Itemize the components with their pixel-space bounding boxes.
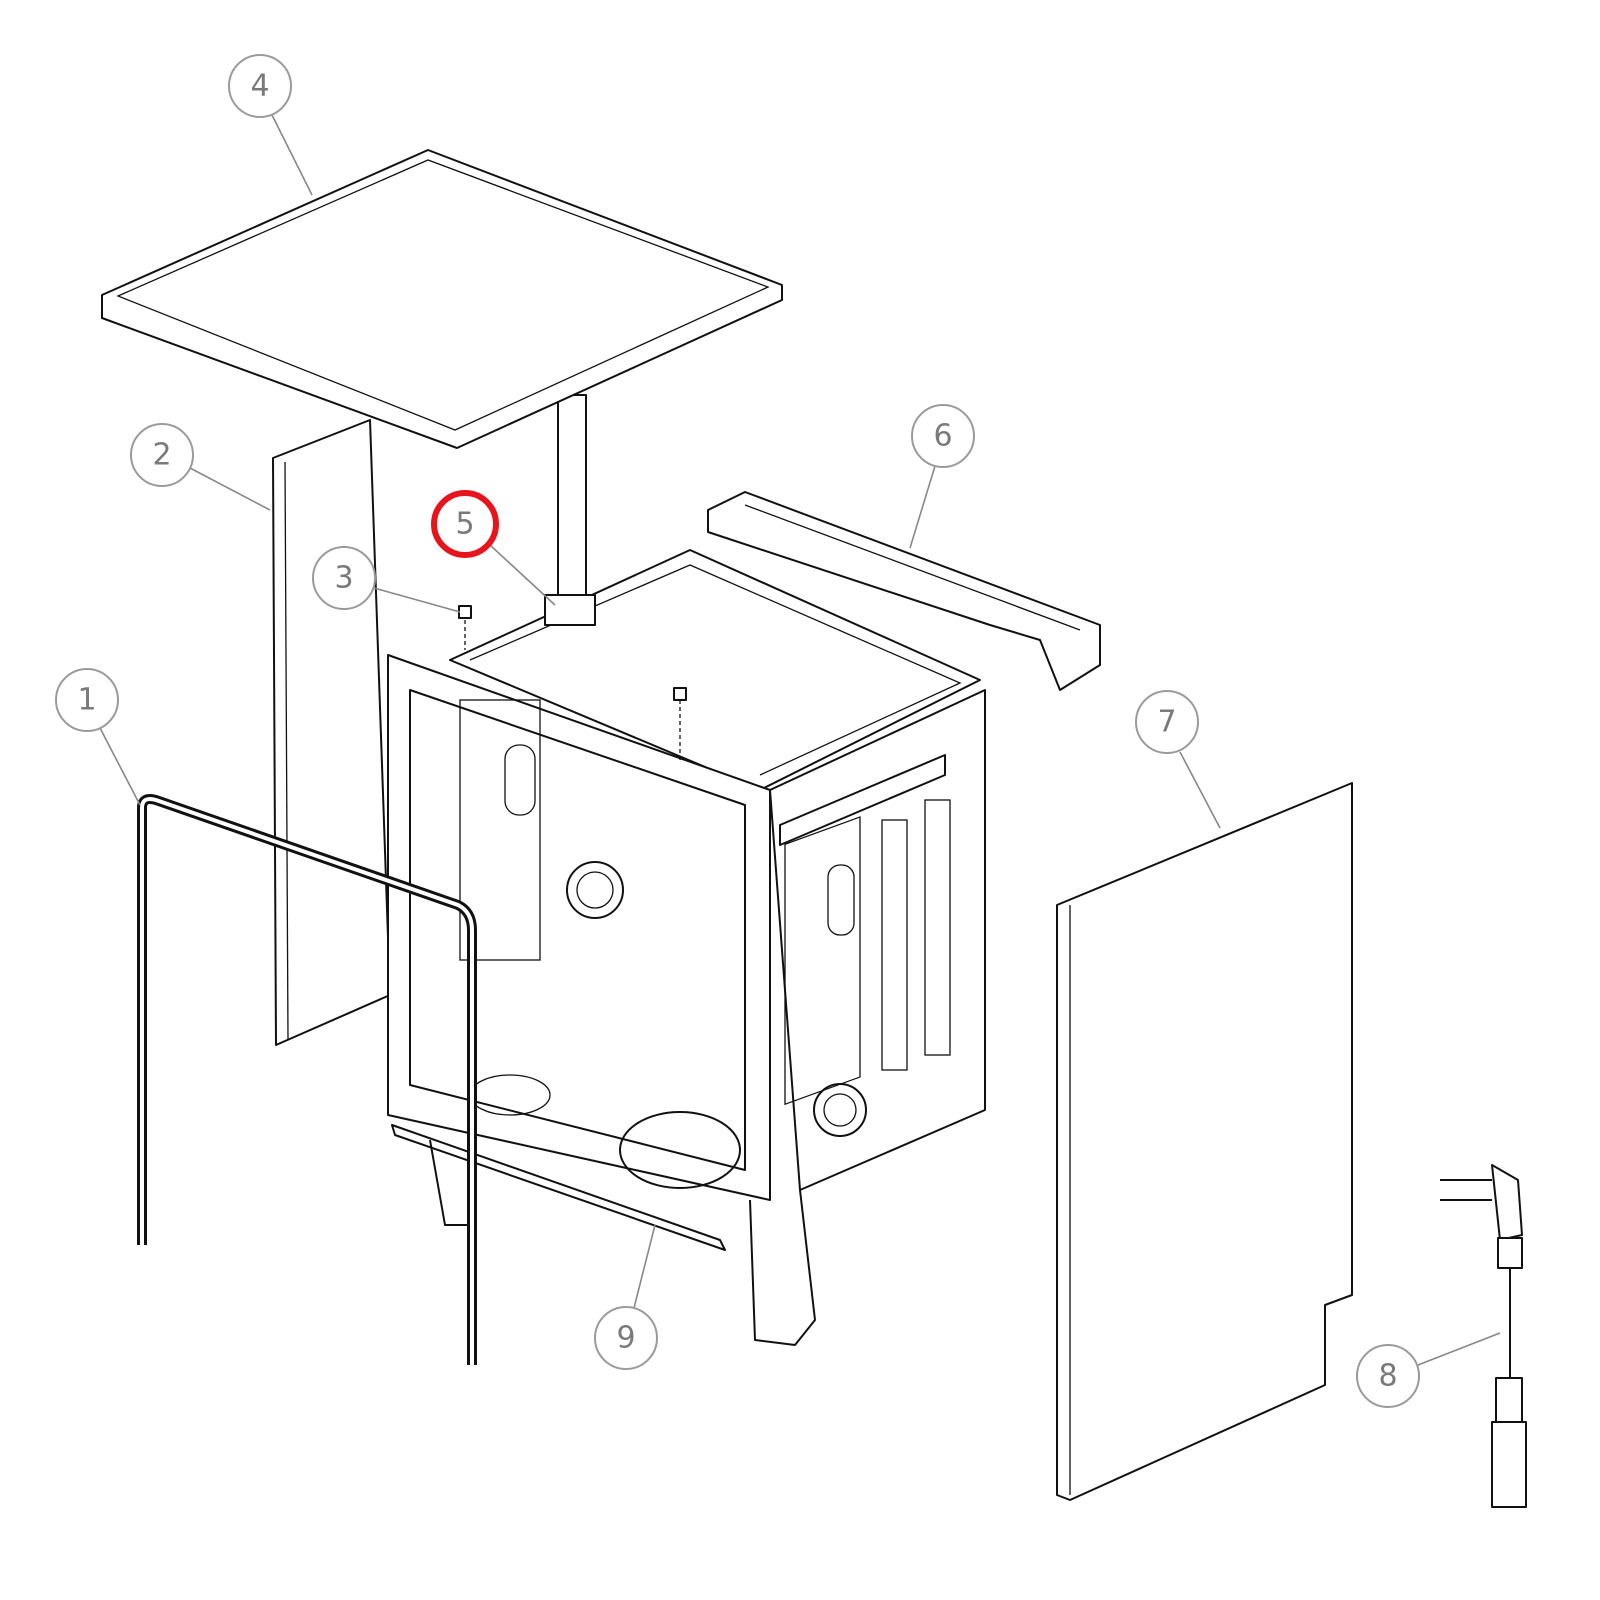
callout-8: 8 bbox=[1356, 1344, 1420, 1408]
callout-3: 3 bbox=[312, 546, 376, 610]
leader-lines bbox=[99, 114, 1501, 1366]
power-cord bbox=[1440, 1164, 1527, 1508]
callout-2: 2 bbox=[130, 423, 194, 487]
svg-text:6: 6 bbox=[933, 419, 952, 454]
svg-text:8: 8 bbox=[1378, 1359, 1397, 1394]
callout-1: 1 bbox=[55, 668, 119, 732]
callout-5-highlighted: 5 bbox=[431, 490, 499, 558]
rear-top-rail bbox=[707, 491, 1101, 691]
svg-text:1: 1 bbox=[77, 683, 96, 718]
callout-4: 4 bbox=[228, 54, 292, 118]
svg-text:4: 4 bbox=[250, 69, 269, 104]
svg-text:7: 7 bbox=[1157, 705, 1176, 740]
svg-text:5: 5 bbox=[455, 507, 474, 542]
callout-9: 9 bbox=[594, 1306, 658, 1370]
top-cover bbox=[101, 149, 783, 449]
svg-text:2: 2 bbox=[152, 438, 171, 473]
callout-7: 7 bbox=[1135, 690, 1199, 754]
right-side-panel bbox=[1056, 782, 1353, 1501]
tub-body bbox=[387, 394, 986, 1346]
door-seal bbox=[137, 794, 477, 1365]
left-side-panel bbox=[272, 419, 391, 1046]
callout-6: 6 bbox=[911, 404, 975, 468]
svg-text:3: 3 bbox=[334, 561, 353, 596]
svg-text:9: 9 bbox=[616, 1321, 635, 1356]
bottom-seal bbox=[391, 1124, 726, 1251]
